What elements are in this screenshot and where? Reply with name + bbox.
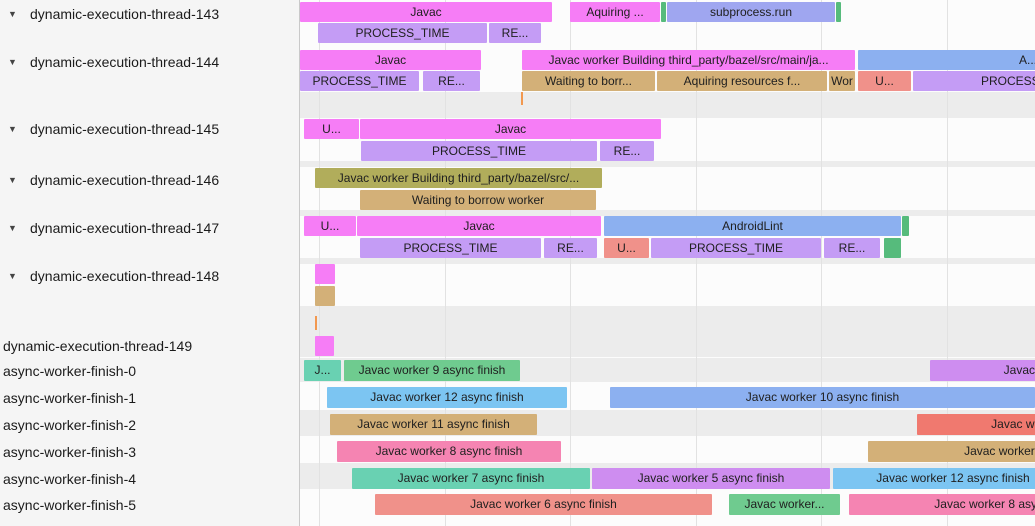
trace-event-slice[interactable]: Javac worker 9 async finish bbox=[344, 360, 520, 381]
timeline-gridline bbox=[445, 0, 446, 526]
trace-event-slice[interactable]: Waiting to borr... bbox=[522, 71, 655, 91]
track-label: dynamic-execution-thread-148 bbox=[30, 268, 220, 284]
trace-event-slice[interactable]: RE... bbox=[423, 71, 480, 91]
track-label: async-worker-finish-5 bbox=[3, 497, 137, 513]
trace-event-slice[interactable]: Javac worker 12 async finish bbox=[833, 468, 1035, 489]
track-label: async-worker-finish-1 bbox=[3, 390, 137, 406]
track-label: dynamic-execution-thread-144 bbox=[30, 54, 220, 70]
track-row-dynamic-execution-thread-149[interactable]: dynamic-execution-thread-149 bbox=[0, 336, 299, 356]
collapse-triangle-icon[interactable]: ▼ bbox=[8, 9, 17, 19]
timeline-gridline bbox=[570, 0, 571, 526]
trace-event-slice[interactable]: U... bbox=[604, 238, 649, 258]
track-row-async-worker-finish-1[interactable]: async-worker-finish-1 bbox=[0, 388, 299, 408]
trace-event-slice[interactable] bbox=[902, 216, 909, 236]
trace-event-slice[interactable] bbox=[315, 286, 335, 306]
trace-event-slice[interactable]: Wor bbox=[829, 71, 855, 91]
timeline-gridline bbox=[696, 0, 697, 526]
track-row-dynamic-execution-thread-144[interactable]: ▼ dynamic-execution-thread-144 bbox=[0, 52, 299, 72]
trace-event-slice[interactable]: U... bbox=[304, 119, 359, 139]
timeline-gridline bbox=[821, 0, 822, 526]
trace-event-slice[interactable]: subprocess.run bbox=[667, 2, 835, 22]
trace-event-slice[interactable]: Javac worker 8 asyn... bbox=[849, 494, 1035, 515]
trace-event-slice[interactable]: RE... bbox=[824, 238, 880, 258]
track-label: dynamic-execution-thread-146 bbox=[30, 172, 220, 188]
trace-event-slice[interactable]: AndroidLint bbox=[604, 216, 901, 236]
trace-event-slice[interactable] bbox=[661, 2, 666, 22]
trace-event-slice[interactable] bbox=[315, 336, 334, 356]
trace-event-slice[interactable]: A... bbox=[858, 50, 1035, 70]
trace-event-slice[interactable]: J... bbox=[304, 360, 341, 381]
trace-event-slice[interactable]: Javac worker 6 async finish bbox=[375, 494, 712, 515]
track-label: dynamic-execution-thread-143 bbox=[30, 6, 220, 22]
trace-event-slice[interactable]: Javac worker 11 async finish bbox=[330, 414, 537, 435]
track-name-panel: ▼ dynamic-execution-thread-143 ▼ dynamic-ex… bbox=[0, 0, 300, 526]
trace-event-slice[interactable]: Javac bbox=[300, 50, 481, 70]
collapse-triangle-icon[interactable]: ▼ bbox=[8, 271, 17, 281]
trace-event-slice[interactable]: Aquiring ... bbox=[570, 2, 660, 22]
trace-event-slice[interactable] bbox=[884, 238, 901, 258]
track-row-async-worker-finish-4[interactable]: async-worker-finish-4 bbox=[0, 469, 299, 489]
trace-event-slice[interactable]: PROCESS_TIME bbox=[361, 141, 597, 161]
track-label: async-worker-finish-2 bbox=[3, 417, 137, 433]
track-label: dynamic-execution-thread-149 bbox=[3, 338, 193, 354]
trace-event-slice[interactable]: Javac worker 10 async finish bbox=[610, 387, 1035, 408]
track-row-async-worker-finish-0[interactable]: async-worker-finish-0 bbox=[0, 361, 299, 381]
trace-event-slice[interactable]: Javac worker Building third_party/bazel/… bbox=[315, 168, 602, 188]
track-row-dynamic-execution-thread-145[interactable]: ▼ dynamic-execution-thread-145 bbox=[0, 119, 299, 139]
trace-event-slice[interactable]: Javac worker Building third_party/bazel/… bbox=[522, 50, 855, 70]
trace-event-slice[interactable]: Javac bbox=[357, 216, 601, 236]
track-row-async-worker-finish-3[interactable]: async-worker-finish-3 bbox=[0, 442, 299, 462]
trace-event-slice[interactable]: Javac worker... bbox=[729, 494, 840, 515]
trace-event-slice[interactable]: PROCESS_TIME bbox=[318, 23, 487, 43]
row-background-stripe bbox=[300, 306, 1035, 357]
trace-event-slice[interactable]: RE... bbox=[600, 141, 654, 161]
trace-event-slice[interactable]: Javac worker 7 async finish bbox=[352, 468, 590, 489]
trace-event-slice[interactable]: Javac bbox=[300, 2, 552, 22]
trace-event-slice[interactable]: RE... bbox=[544, 238, 597, 258]
trace-event-slice[interactable]: PROCESS_TIME bbox=[300, 71, 419, 91]
row-background-stripe bbox=[300, 258, 1035, 264]
trace-event-slice[interactable]: Javac worker 5 async finish bbox=[592, 468, 830, 489]
collapse-triangle-icon[interactable]: ▼ bbox=[8, 175, 17, 185]
track-row-dynamic-execution-thread-143[interactable]: ▼ dynamic-execution-thread-143 bbox=[0, 4, 299, 24]
trace-event-slice[interactable]: Aquiring resources f... bbox=[657, 71, 827, 91]
trace-event-slice[interactable]: Javac worke... bbox=[917, 414, 1035, 435]
timeline-gridline bbox=[319, 0, 320, 526]
trace-event-slice[interactable]: PROCESS_TIME bbox=[651, 238, 821, 258]
row-background-stripe bbox=[300, 161, 1035, 167]
track-row-dynamic-execution-thread-147[interactable]: ▼ dynamic-execution-thread-147 bbox=[0, 218, 299, 238]
collapse-triangle-icon[interactable]: ▼ bbox=[8, 57, 17, 67]
trace-event-slice[interactable]: PROCESS_TIME bbox=[360, 238, 541, 258]
timeline-gridline bbox=[947, 0, 948, 526]
trace-event-slice[interactable] bbox=[836, 2, 841, 22]
trace-event-slice[interactable]: U... bbox=[858, 71, 911, 91]
track-row-async-worker-finish-2[interactable]: async-worker-finish-2 bbox=[0, 415, 299, 435]
row-background-stripe bbox=[300, 92, 1035, 118]
track-label: async-worker-finish-4 bbox=[3, 471, 137, 487]
trace-event-slice[interactable]: Javac bbox=[360, 119, 661, 139]
trace-event-slice[interactable]: RE... bbox=[489, 23, 541, 43]
track-label: async-worker-finish-3 bbox=[3, 444, 137, 460]
instant-event-tick[interactable] bbox=[521, 92, 523, 105]
trace-event-slice[interactable]: Javac w... bbox=[930, 360, 1035, 381]
trace-event-slice[interactable]: Javac worker 8 async finish bbox=[337, 441, 561, 462]
collapse-triangle-icon[interactable]: ▼ bbox=[8, 124, 17, 134]
track-row-dynamic-execution-thread-146[interactable]: ▼ dynamic-execution-thread-146 bbox=[0, 170, 299, 190]
instant-event-tick[interactable] bbox=[315, 316, 317, 330]
track-label: async-worker-finish-0 bbox=[3, 363, 137, 379]
row-background-stripe bbox=[300, 210, 1035, 216]
trace-event-slice[interactable]: U... bbox=[304, 216, 356, 236]
track-row-dynamic-execution-thread-148[interactable]: ▼ dynamic-execution-thread-148 bbox=[0, 266, 299, 286]
trace-event-slice[interactable]: Javac worker 12 async finish bbox=[327, 387, 567, 408]
track-label: dynamic-execution-thread-145 bbox=[30, 121, 220, 137]
trace-event-slice[interactable]: Javac worker 11 async f... bbox=[868, 441, 1035, 462]
collapse-triangle-icon[interactable]: ▼ bbox=[8, 223, 17, 233]
track-label: dynamic-execution-thread-147 bbox=[30, 220, 220, 236]
track-row-async-worker-finish-5[interactable]: async-worker-finish-5 bbox=[0, 495, 299, 515]
trace-event-slice[interactable]: PROCESS_TIME bbox=[913, 71, 1035, 91]
trace-event-slice[interactable] bbox=[315, 264, 335, 284]
trace-event-slice[interactable]: Waiting to borrow worker bbox=[360, 190, 596, 210]
